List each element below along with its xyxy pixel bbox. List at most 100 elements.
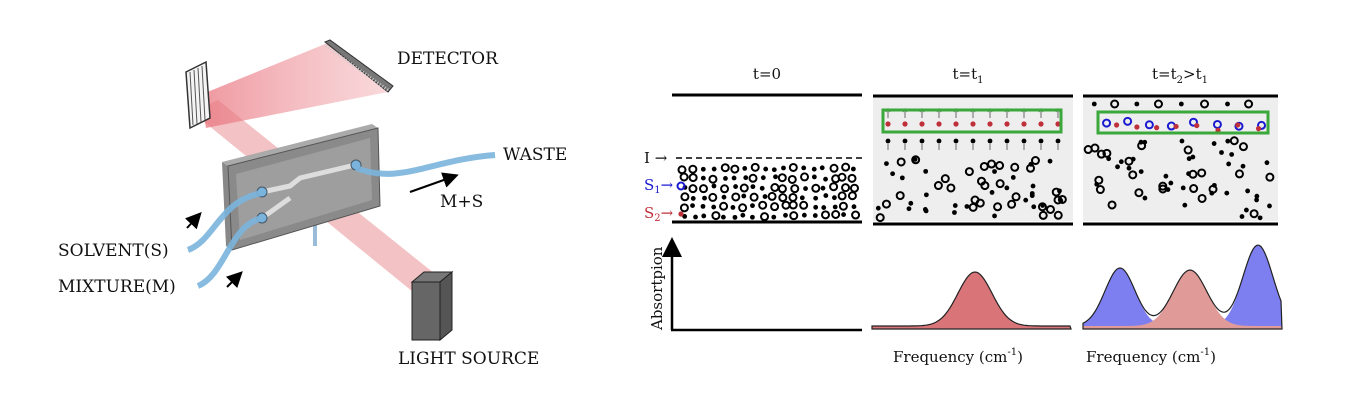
interface-molecule	[850, 166, 856, 172]
solvent-molecule	[688, 164, 698, 174]
interface-molecule	[890, 171, 896, 177]
solvent-molecule	[1234, 169, 1244, 179]
solvent-molecule	[831, 210, 841, 220]
interface-molecule	[1239, 214, 1245, 219]
solvent-molecule	[1011, 192, 1021, 202]
interface-molecule	[1055, 138, 1061, 144]
interface-molecule	[1178, 101, 1184, 107]
diffraction-grating	[185, 60, 211, 130]
interface-molecule	[813, 195, 819, 201]
interface-molecule	[1010, 175, 1016, 180]
interface-molecule	[811, 174, 817, 180]
solvent-molecule	[677, 165, 687, 175]
s2-molecule	[987, 121, 993, 127]
interface-molecule	[762, 194, 768, 199]
solvent-molecule	[1051, 187, 1061, 197]
solvent-molecule	[1153, 99, 1163, 109]
solvent-tube	[186, 190, 263, 253]
solvent-molecule	[1200, 99, 1210, 109]
interface-molecule	[936, 138, 942, 144]
solvent-molecule	[964, 167, 974, 177]
solvent-molecule	[1037, 202, 1047, 212]
interface-molecule	[1243, 207, 1249, 213]
interface-molecule	[811, 166, 817, 172]
interface-molecule	[832, 204, 838, 210]
solvent-molecule	[698, 184, 708, 194]
interface-molecule	[841, 212, 846, 217]
interface-molecule	[923, 168, 929, 174]
panel-2-title: t=t1	[953, 65, 984, 86]
solvent-molecule	[811, 183, 821, 193]
solvent-molecule	[1010, 162, 1020, 172]
solvent-molecule	[1229, 136, 1239, 146]
interface-molecule	[1264, 160, 1270, 166]
s2-molecule	[970, 121, 976, 127]
solvent-molecule	[841, 162, 851, 172]
waste-label: WASTE	[503, 145, 567, 165]
light-beam-upper	[200, 42, 388, 128]
s2-marker: S2→	[644, 204, 674, 224]
x-axis-label-t1: Frequency (cm-1)	[893, 347, 1023, 366]
interface-molecule	[1182, 202, 1188, 208]
green-region-box-t2	[1096, 110, 1270, 135]
interface-molecule	[813, 204, 819, 210]
solvent-molecule	[946, 183, 956, 193]
interface-molecule	[742, 166, 748, 171]
solvent-molecule	[1096, 149, 1106, 159]
solvent-molecule	[788, 162, 798, 172]
solvent-molecule	[1249, 209, 1259, 219]
interface-molecule	[1211, 141, 1217, 146]
interface-molecule	[750, 184, 756, 190]
interface-molecule	[711, 166, 717, 172]
interface-molecule	[1038, 138, 1044, 144]
solvent-molecule	[720, 163, 730, 173]
interface-molecule	[720, 214, 726, 220]
solvent-molecule	[881, 199, 891, 209]
interface-molecule	[1130, 156, 1136, 162]
interface-molecule	[1134, 101, 1140, 107]
interface-molecule	[832, 195, 837, 201]
interface-molecule	[1138, 139, 1144, 145]
solvent-molecule	[847, 191, 857, 201]
solvent-molecule	[847, 173, 857, 183]
interface-molecule	[812, 213, 818, 218]
solvent-molecule	[1110, 99, 1120, 109]
solvent-molecule	[738, 203, 748, 213]
light-source-label: LIGHT SOURCE	[398, 349, 539, 369]
solvent-molecule	[895, 191, 905, 201]
solvent-molecule	[730, 164, 740, 174]
solvent-molecule	[1083, 145, 1093, 155]
interface-molecule	[771, 167, 777, 173]
interface-molecule	[801, 165, 807, 171]
s2-molecule	[1038, 121, 1044, 127]
s2-molecule	[885, 121, 891, 127]
interface-molecule	[992, 169, 997, 174]
solvent-molecule	[1134, 188, 1144, 198]
interface-molecule	[820, 185, 826, 191]
solvent-molecule	[829, 182, 839, 192]
s2-molecule	[1173, 123, 1179, 130]
interface-molecule	[1267, 203, 1272, 209]
solvent-molecule	[688, 184, 698, 194]
interface-molecule	[923, 208, 929, 214]
interface-molecule	[721, 194, 727, 200]
waste-tube	[354, 152, 496, 177]
interface-molecule	[851, 204, 857, 210]
solvent-molecule	[739, 183, 749, 193]
solvent-molecule	[1026, 163, 1036, 173]
solvent-molecule	[829, 163, 839, 173]
spectrometer-setup: DETECTOR WASTE M+S SOLVENT(S) MIXTURE(M)…	[58, 39, 567, 369]
interface-molecule	[773, 174, 778, 180]
interface-molecule	[1163, 173, 1169, 179]
interface-molecule	[700, 175, 706, 181]
solvent-molecule	[1053, 210, 1063, 220]
interface-molecule	[1047, 158, 1053, 164]
interface-molecule	[763, 166, 769, 172]
interface-molecule	[821, 205, 827, 210]
interface-molecule	[783, 212, 788, 218]
interface-molecule	[819, 165, 825, 171]
solvent-arrow	[184, 212, 202, 230]
interface-molecule	[1229, 152, 1235, 157]
interface-molecule	[1118, 159, 1124, 165]
spectrum-t1-peak	[871, 271, 1072, 330]
